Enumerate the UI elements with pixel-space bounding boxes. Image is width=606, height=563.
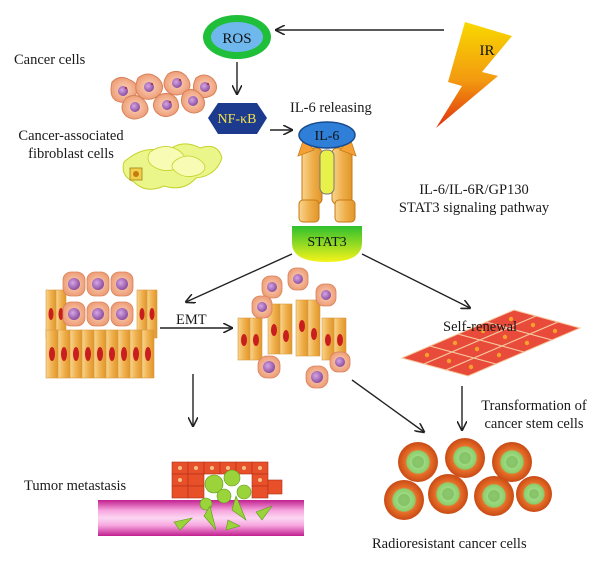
stem-cells-sheet xyxy=(400,309,582,377)
stat3-label: STAT3 xyxy=(307,235,346,250)
il6-releasing-label: IL-6 releasing xyxy=(290,100,372,116)
caf-label-line1: Cancer-associated xyxy=(18,128,124,144)
transformation-label-line2: cancer stem cells xyxy=(484,416,584,432)
tumor-metastasis-illustration xyxy=(98,461,304,536)
caf-label-line2: fibroblast cells xyxy=(28,146,114,162)
emt-label: EMT xyxy=(176,312,207,328)
stat3-node: STAT3 xyxy=(292,226,362,262)
ir-label: IR xyxy=(480,43,495,59)
transformation-label-line1: Transformation of xyxy=(481,398,587,414)
emt-tissue xyxy=(237,267,351,389)
cancer-cells-label: Cancer cells xyxy=(14,52,86,68)
arrow-emt-to-radioresistant xyxy=(351,379,424,432)
radioresistant-cells xyxy=(384,438,552,520)
nfkb-node: NF-κB xyxy=(208,103,267,134)
epithelial-tissue xyxy=(45,271,158,379)
il6-receptor-complex: IL-6 xyxy=(297,121,357,223)
fibroblast-cells-cluster xyxy=(122,143,223,190)
self-renewal-label: Self-renewal xyxy=(443,319,518,335)
arrow-stat3-to-emt xyxy=(186,253,293,302)
pathway-label-line2: STAT3 signaling pathway xyxy=(398,200,550,216)
pathway-label-line1: IL-6/IL-6R/GP130 xyxy=(419,182,529,198)
arrow-stat3-to-self-renewal xyxy=(361,253,470,308)
radioresistant-label: Radioresistant cancer cells xyxy=(372,536,527,552)
ros-node: ROS xyxy=(203,15,271,59)
nfkb-label: NF-κB xyxy=(218,112,257,127)
cancer-cells-cluster xyxy=(110,70,218,120)
il6-label: IL-6 xyxy=(315,129,340,144)
tumor-metastasis-label: Tumor metastasis xyxy=(24,478,127,494)
ros-label: ROS xyxy=(222,31,251,47)
ir-lightning-icon: IR xyxy=(436,22,512,128)
